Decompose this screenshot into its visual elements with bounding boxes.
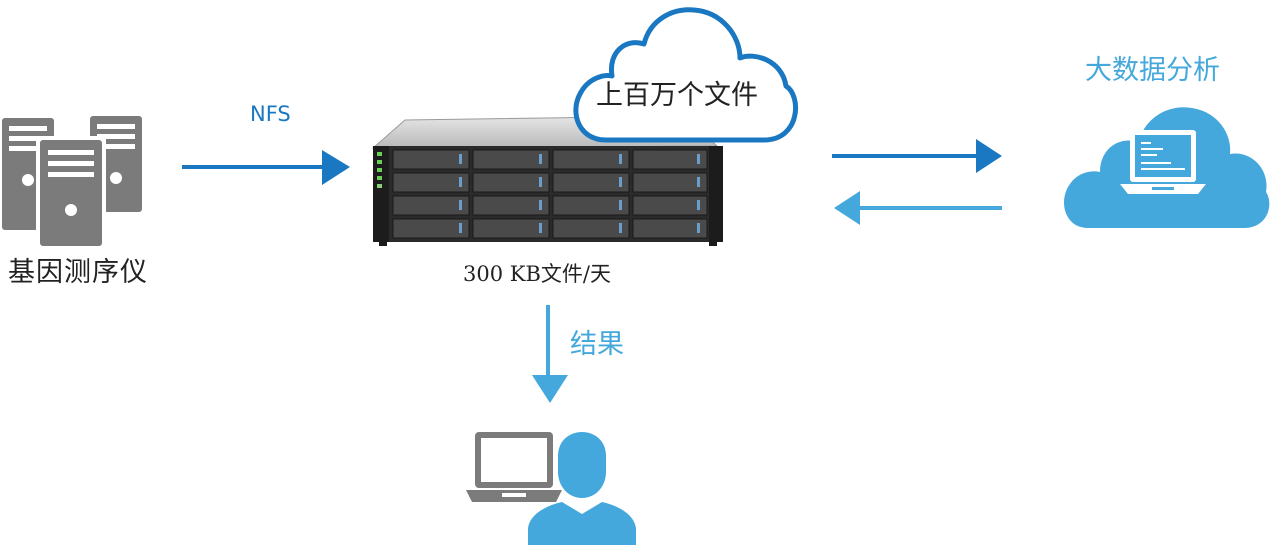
arrow-right-icon (832, 139, 1002, 173)
analytics-label: 大数据分析 (1085, 55, 1220, 86)
arrow-left-icon (834, 191, 1002, 225)
storage-label: 300 KB文件/天 (463, 262, 611, 286)
storage-array (365, 112, 725, 247)
laptop-icon (466, 432, 562, 502)
storage-array-icon (371, 115, 723, 246)
cloud-icon (573, 7, 799, 143)
cloud-files-label: 上百万个文件 (596, 80, 758, 111)
cloud-laptop-icon (1064, 107, 1270, 228)
nfs-label: NFS (250, 102, 291, 126)
sequencer-label: 基因测序仪 (8, 257, 148, 288)
arrow-down-icon (532, 305, 568, 403)
user-icon (528, 432, 636, 545)
results-label: 结果 (570, 329, 624, 360)
sequencer-group (0, 110, 145, 250)
server-tower-icon (2, 116, 142, 250)
arrow-right-icon (182, 150, 350, 185)
